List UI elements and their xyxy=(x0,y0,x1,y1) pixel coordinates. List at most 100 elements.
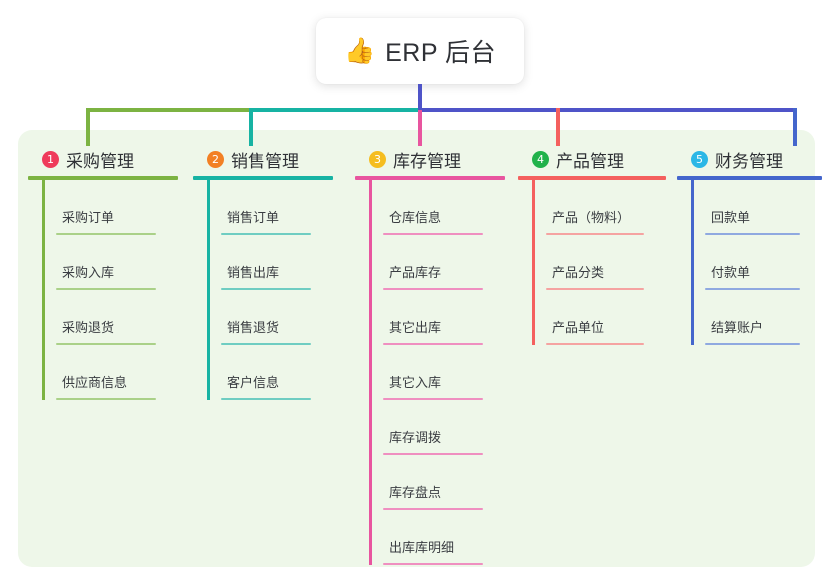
branch-item-underline xyxy=(383,233,483,235)
branch-item[interactable]: 产品分类 xyxy=(532,235,666,290)
branch-header[interactable]: 2 销售管理 xyxy=(193,146,333,172)
branch-underline xyxy=(28,176,178,180)
branch-drop-connector xyxy=(793,108,797,146)
branch-item-underline xyxy=(56,343,156,345)
branch-title: 库存管理 xyxy=(393,151,461,171)
branch-item[interactable]: 付款单 xyxy=(691,235,822,290)
branch-item-label: 结算账户 xyxy=(711,320,764,335)
branch-item[interactable]: 采购订单 xyxy=(42,180,178,235)
branch-title: 财务管理 xyxy=(715,151,783,171)
branch-item-underline xyxy=(383,343,483,345)
branch-items: 销售订单销售出库销售退货客户信息 xyxy=(193,180,333,400)
branch-item-label: 采购退货 xyxy=(62,320,115,335)
branch-item-label: 采购入库 xyxy=(62,265,115,280)
branch-number-badge: 2 xyxy=(207,150,224,168)
branch-number-badge: 3 xyxy=(369,150,386,168)
root-stem-connector xyxy=(418,84,422,110)
branch-title: 采购管理 xyxy=(66,151,134,171)
root-title: ERP 后台 xyxy=(385,39,497,67)
branch-item[interactable]: 采购退货 xyxy=(42,290,178,345)
branch-underline xyxy=(677,176,822,180)
branch-item[interactable]: 仓库信息 xyxy=(369,180,505,235)
branch-header[interactable]: 4 产品管理 xyxy=(518,146,666,172)
branch-item-underline xyxy=(221,288,311,290)
branch-header[interactable]: 3 库存管理 xyxy=(355,146,505,172)
branch-item[interactable]: 其它出库 xyxy=(369,290,505,345)
branch-item[interactable]: 其它入库 xyxy=(369,345,505,400)
branch-item-underline xyxy=(383,508,483,510)
branch-underline xyxy=(518,176,666,180)
branch-item-underline xyxy=(383,288,483,290)
branch-item[interactable]: 客户信息 xyxy=(207,345,333,400)
branch-item[interactable]: 结算账户 xyxy=(691,290,822,345)
branch-item-label: 出库库明细 xyxy=(389,540,455,555)
thumbs-up-icon: 👍 xyxy=(343,36,376,65)
branch-item-label: 付款单 xyxy=(711,265,751,280)
branch-item-label: 其它出库 xyxy=(389,320,442,335)
branch-column-2: 2 销售管理销售订单销售出库销售退货客户信息 xyxy=(193,146,333,400)
branch-items: 产品（物料） 产品分类产品单位 xyxy=(518,180,666,345)
branch-item-underline xyxy=(705,343,800,345)
root-node[interactable]: 👍 ERP 后台 xyxy=(316,18,524,84)
branch-item[interactable]: 销售出库 xyxy=(207,235,333,290)
branch-item-underline xyxy=(56,398,156,400)
branch-item-underline xyxy=(383,453,483,455)
branch-item[interactable]: 销售订单 xyxy=(207,180,333,235)
branch-items: 采购订单采购入库采购退货供应商信息 xyxy=(28,180,178,400)
branch-item-underline xyxy=(546,288,644,290)
branch-item-label: 销售退货 xyxy=(227,320,280,335)
branch-spine-connector xyxy=(42,180,45,400)
branch-item-label: 产品分类 xyxy=(552,265,605,280)
branch-item-underline xyxy=(383,398,483,400)
branch-item-label: 仓库信息 xyxy=(389,210,442,225)
branch-item-underline xyxy=(383,563,483,565)
branch-spine-connector xyxy=(369,180,372,565)
branch-item[interactable]: 产品库存 xyxy=(369,235,505,290)
branch-underline xyxy=(193,176,333,180)
branch-title: 产品管理 xyxy=(556,151,624,171)
branch-spine-connector xyxy=(532,180,535,345)
trunk-segment xyxy=(418,108,560,112)
branch-column-4: 4 产品管理产品（物料） 产品分类产品单位 xyxy=(518,146,666,345)
branch-item[interactable]: 销售退货 xyxy=(207,290,333,345)
branch-item-underline xyxy=(221,233,311,235)
branch-item-label: 回款单 xyxy=(711,210,751,225)
branch-item-label: 采购订单 xyxy=(62,210,115,225)
branch-spine-connector xyxy=(691,180,694,345)
branch-item[interactable]: 库存盘点 xyxy=(369,455,505,510)
branch-underline xyxy=(355,176,505,180)
branch-title: 销售管理 xyxy=(231,151,299,171)
branch-item-underline xyxy=(705,288,800,290)
branch-item-underline xyxy=(546,233,644,235)
branch-item-label: 产品（物料） xyxy=(552,210,631,225)
branch-item[interactable]: 产品单位 xyxy=(532,290,666,345)
trunk-segment xyxy=(556,108,797,112)
trunk-segment xyxy=(86,108,253,112)
branch-item-label: 客户信息 xyxy=(227,375,280,390)
branch-item-underline xyxy=(546,343,644,345)
branch-item-label: 销售订单 xyxy=(227,210,280,225)
branch-item[interactable]: 出库库明细 xyxy=(369,510,505,565)
branch-items: 回款单付款单结算账户 xyxy=(677,180,822,345)
branch-item-underline xyxy=(221,343,311,345)
branch-item-label: 供应商信息 xyxy=(62,375,128,390)
branch-item-underline xyxy=(221,398,311,400)
branch-item-label: 库存盘点 xyxy=(389,485,442,500)
branch-item-label: 库存调拨 xyxy=(389,430,442,445)
trunk-segment xyxy=(249,108,422,112)
branch-item[interactable]: 产品（物料） xyxy=(532,180,666,235)
branch-item-underline xyxy=(56,233,156,235)
branch-number-badge: 4 xyxy=(532,150,549,168)
branch-item-label: 产品单位 xyxy=(552,320,605,335)
branch-item[interactable]: 采购入库 xyxy=(42,235,178,290)
branch-drop-connector xyxy=(556,108,560,146)
branch-item[interactable]: 供应商信息 xyxy=(42,345,178,400)
branch-item[interactable]: 回款单 xyxy=(691,180,822,235)
branch-item[interactable]: 库存调拨 xyxy=(369,400,505,455)
branch-drop-connector xyxy=(249,108,253,146)
branch-drop-connector xyxy=(86,108,90,146)
branch-item-label: 销售出库 xyxy=(227,265,280,280)
